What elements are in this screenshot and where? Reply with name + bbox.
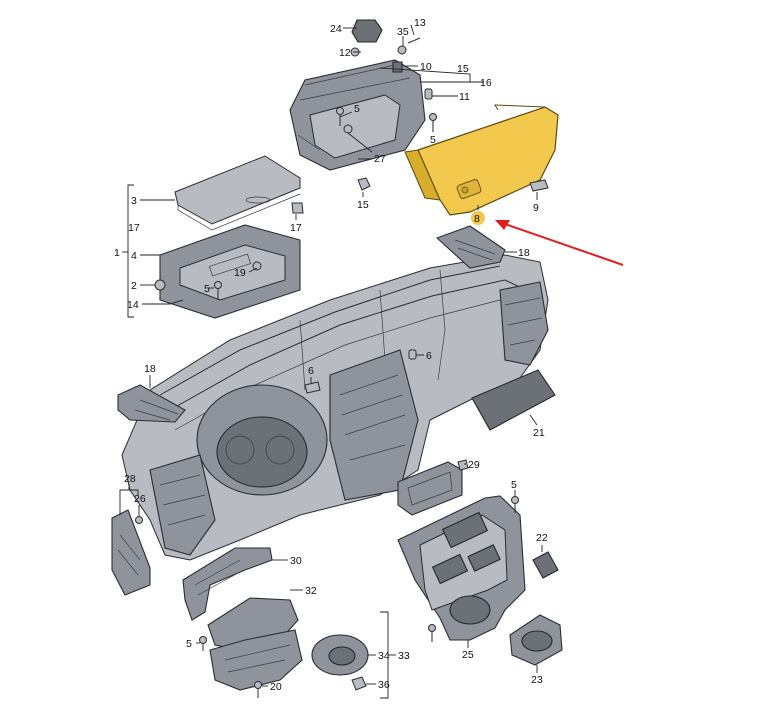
callout-29: 29 [468, 459, 480, 471]
side-cover-panel [471, 369, 556, 431]
bracket-29 [397, 461, 463, 516]
callout-25: 25 [462, 649, 474, 661]
callout-34: 34 [378, 650, 390, 662]
speaker-grill-left [117, 384, 186, 423]
callout-12: 12 [339, 47, 351, 59]
callout-6-center: 6 [308, 365, 314, 377]
callout-14: 14 [127, 299, 139, 311]
callout-17-right: 17 [290, 222, 302, 234]
speaker-grill-right [435, 225, 506, 269]
callout-5-housing: 5 [354, 103, 360, 115]
fasteners [135, 19, 549, 698]
side-trim [111, 509, 151, 596]
callout-2: 2 [131, 280, 137, 292]
callout-33: 33 [398, 650, 410, 662]
callout-16: 16 [480, 77, 492, 89]
callout-18-left: 18 [144, 363, 156, 375]
column-shroud-lower [209, 629, 303, 691]
callout-8: 8 [474, 213, 480, 225]
callout-26: 26 [134, 493, 146, 505]
callout-18-right: 18 [518, 247, 530, 259]
small-cover-22 [532, 551, 559, 579]
callout-36: 36 [378, 679, 390, 691]
callout-5-console: 5 [511, 479, 517, 491]
callout-3: 3 [131, 195, 137, 207]
callout-19: 19 [234, 267, 246, 279]
callout-6-right: 6 [426, 350, 432, 362]
callout-11: 11 [459, 91, 470, 103]
callout-4: 4 [131, 250, 137, 262]
callout-13: 13 [414, 17, 426, 29]
callout-labels: 24 12 35 13 10 15 16 11 5 5 27 15 17 9 8… [114, 17, 548, 693]
dashboard-body [121, 254, 549, 561]
callout-5-column: 5 [186, 638, 192, 650]
callout-9: 9 [533, 202, 539, 214]
glovebox-housing [289, 59, 426, 171]
leader-lines [119, 24, 543, 699]
callout-1: 1 [114, 247, 120, 259]
callout-5-tray: 5 [204, 283, 210, 295]
callout-24: 24 [330, 23, 342, 35]
callout-23: 23 [531, 674, 543, 686]
center-console-frame [397, 495, 526, 641]
callout-22: 22 [536, 532, 548, 544]
storage-lid [174, 155, 301, 225]
callout-21: 21 [533, 427, 545, 439]
column-trim-30 [182, 547, 273, 621]
callout-30: 30 [290, 555, 302, 567]
callout-10: 10 [420, 61, 432, 73]
callout-8-highlight [471, 211, 485, 225]
callout-15-top: 15 [457, 63, 469, 75]
callout-27: 27 [374, 153, 386, 165]
glovebox-lid-highlighted [404, 104, 559, 216]
callout-15-mid: 15 [357, 199, 369, 211]
callout-5-lid: 5 [430, 134, 436, 146]
callout-arrow [495, 220, 624, 266]
callout-17-left: 17 [128, 222, 140, 234]
callout-35: 35 [397, 26, 409, 38]
callout-20: 20 [270, 681, 282, 693]
callout-32: 32 [305, 585, 317, 597]
callout-28: 28 [124, 473, 136, 485]
